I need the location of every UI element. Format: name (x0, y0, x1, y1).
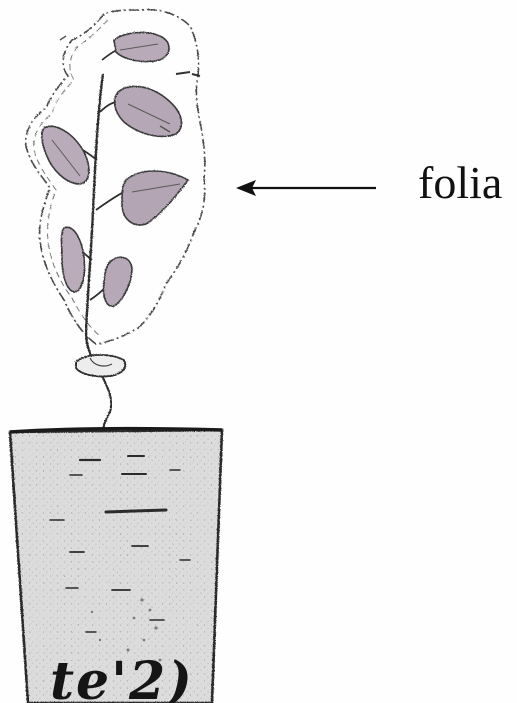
plant-stem (86, 74, 103, 364)
leaf (42, 126, 89, 184)
leaf (62, 227, 85, 292)
foliage-label: folia (418, 160, 502, 206)
leaf (103, 257, 132, 306)
handwritten-caption-fragment: te'2) (50, 656, 194, 703)
leaf (115, 86, 182, 136)
leaf (122, 171, 188, 225)
plant-root (102, 376, 111, 432)
